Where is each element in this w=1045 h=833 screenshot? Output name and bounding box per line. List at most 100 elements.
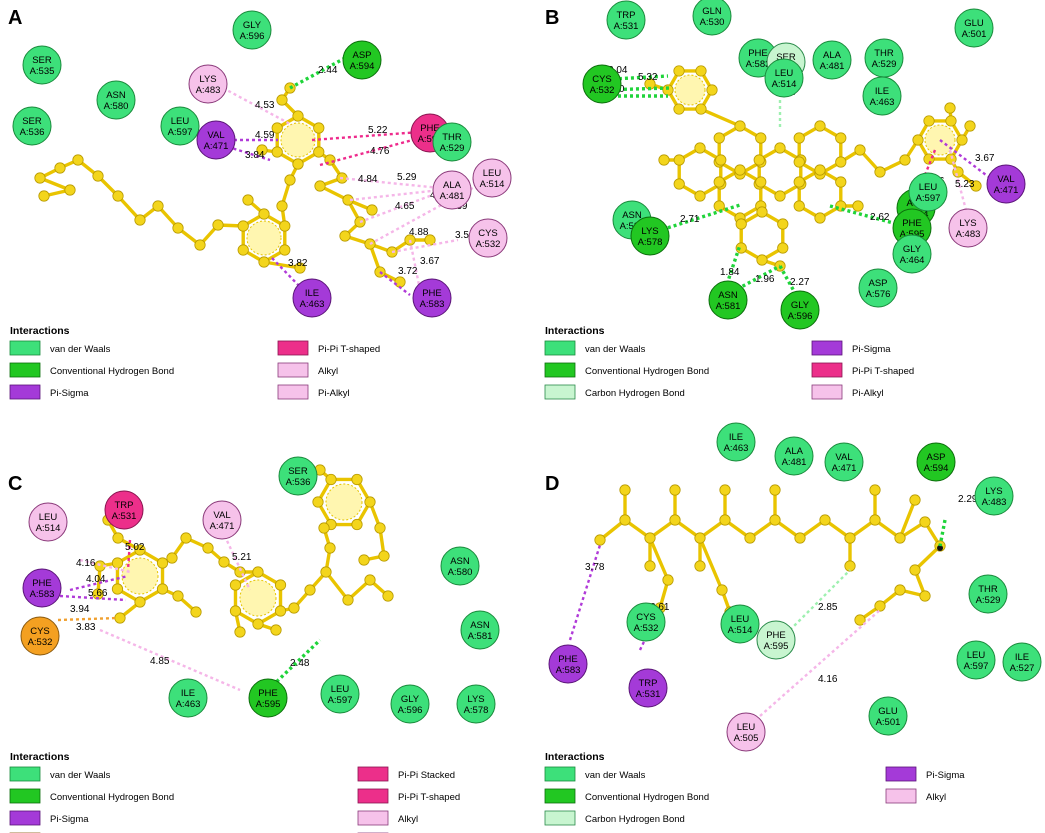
- legend-swatch: [357, 766, 389, 782]
- residue-name: ASP: [352, 50, 371, 61]
- residue-name: LYS: [985, 486, 1002, 497]
- distance-label: 2.27: [790, 277, 810, 288]
- interaction-line-hbond: [938, 519, 947, 547]
- panel-b: B2.045.322.201.673.675.234.862.712.621.8…: [544, 0, 1026, 400]
- distance-label: 2.48: [290, 658, 310, 669]
- residue-id: A:501: [876, 717, 901, 728]
- legend-swatch: [357, 788, 389, 804]
- residue-name: PHE: [902, 218, 922, 229]
- residue-name: GLY: [903, 244, 922, 255]
- residue-id: A:578: [464, 705, 489, 716]
- ligand-atom: [190, 606, 202, 618]
- ligand-atom: [956, 134, 968, 146]
- ligand-atom: [166, 552, 178, 564]
- interaction-line-alkyl: [220, 529, 252, 591]
- ligand-atom: [258, 256, 270, 268]
- ligand-atom: [835, 176, 847, 188]
- residue-id: A:595: [418, 134, 443, 145]
- ligand-bond: [913, 544, 942, 572]
- ligand-atom: [218, 556, 230, 568]
- residue-disc: [22, 568, 62, 608]
- panel-letter: B: [545, 7, 559, 29]
- residue-name: CYS: [636, 612, 656, 623]
- distance-label: 3.78: [585, 562, 605, 573]
- residue-disc: [862, 76, 902, 116]
- ligand-atom: [38, 190, 50, 202]
- legend-title: Interactions: [545, 325, 605, 337]
- residue-id: A:580: [104, 101, 129, 112]
- residue-name: ASN: [470, 620, 490, 631]
- ligand-atom: [673, 65, 685, 77]
- ligand-atom: [716, 584, 728, 596]
- residue-id: A:597: [916, 193, 941, 204]
- residue-name: ILE: [729, 432, 743, 443]
- residue-name: LYS: [467, 694, 484, 705]
- ligand-atom: [134, 214, 146, 226]
- residue-disc: [104, 490, 144, 530]
- interaction-line-pi_t: [126, 539, 132, 571]
- legend-item-vdw: van der Waals: [9, 340, 111, 356]
- aromatic-ring: [674, 74, 706, 106]
- residue-id: A:596: [398, 705, 423, 716]
- residue-disc: [96, 80, 136, 120]
- ligand-atom: [114, 612, 126, 624]
- residue-disc: [892, 234, 932, 274]
- ligand-atom: [237, 244, 249, 256]
- legend-label: Conventional Hydrogen Bond: [585, 792, 709, 803]
- residue-name: VAL: [835, 452, 852, 463]
- ligand-atom: [814, 212, 826, 224]
- ligand-atom: [715, 154, 727, 166]
- residue-id: A:595: [764, 641, 789, 652]
- interaction-line-alkyl: [759, 609, 881, 717]
- residue-id: A:535: [30, 66, 55, 77]
- residue-name: PHE: [420, 123, 440, 134]
- legend-label: Pi-Pi T-shaped: [398, 792, 460, 803]
- ligand-atom: [92, 170, 104, 182]
- ligand-bond: [898, 498, 917, 540]
- interaction-line-pi_sigma: [69, 574, 129, 592]
- interaction-line-alkyl: [222, 86, 293, 127]
- legend-item-ch-bond: Carbon Hydrogen Bond: [544, 810, 685, 826]
- residue-id: A:597: [168, 127, 193, 138]
- residue-disc: [20, 616, 60, 656]
- residue-id: A:481: [820, 61, 845, 72]
- ligand-atom: [673, 178, 685, 190]
- residue-id: A:527: [1010, 663, 1035, 674]
- ligand-atom: [111, 583, 124, 595]
- legend-item-hbond: Conventional Hydrogen Bond: [9, 788, 174, 804]
- legend-swatch: [544, 362, 576, 378]
- ligand-atom: [713, 176, 725, 188]
- residue-disc: [582, 64, 622, 104]
- residue-name: LEU: [731, 614, 750, 625]
- residue-id: A:483: [196, 85, 221, 96]
- legend-swatch: [277, 362, 309, 378]
- residue-id: A:583: [30, 589, 55, 600]
- ligand-structure: [644, 65, 982, 272]
- distance-label: 3.84: [245, 150, 265, 161]
- ligand-atom: [769, 484, 781, 496]
- residue-id: A:580: [620, 221, 645, 232]
- residue-name: TRP: [617, 10, 636, 21]
- residue-disc: [292, 278, 332, 318]
- residue-disc: [168, 678, 208, 718]
- ligand-atom: [814, 164, 826, 176]
- ligand-atom: [112, 190, 124, 202]
- ligand-atom: [694, 190, 706, 202]
- ligand-atom: [619, 484, 631, 496]
- legend-item-hbond: Conventional Hydrogen Bond: [9, 362, 174, 378]
- residue-disc: [248, 678, 288, 718]
- residue-id: A:532: [476, 239, 501, 250]
- residue-name: TRP: [115, 500, 134, 511]
